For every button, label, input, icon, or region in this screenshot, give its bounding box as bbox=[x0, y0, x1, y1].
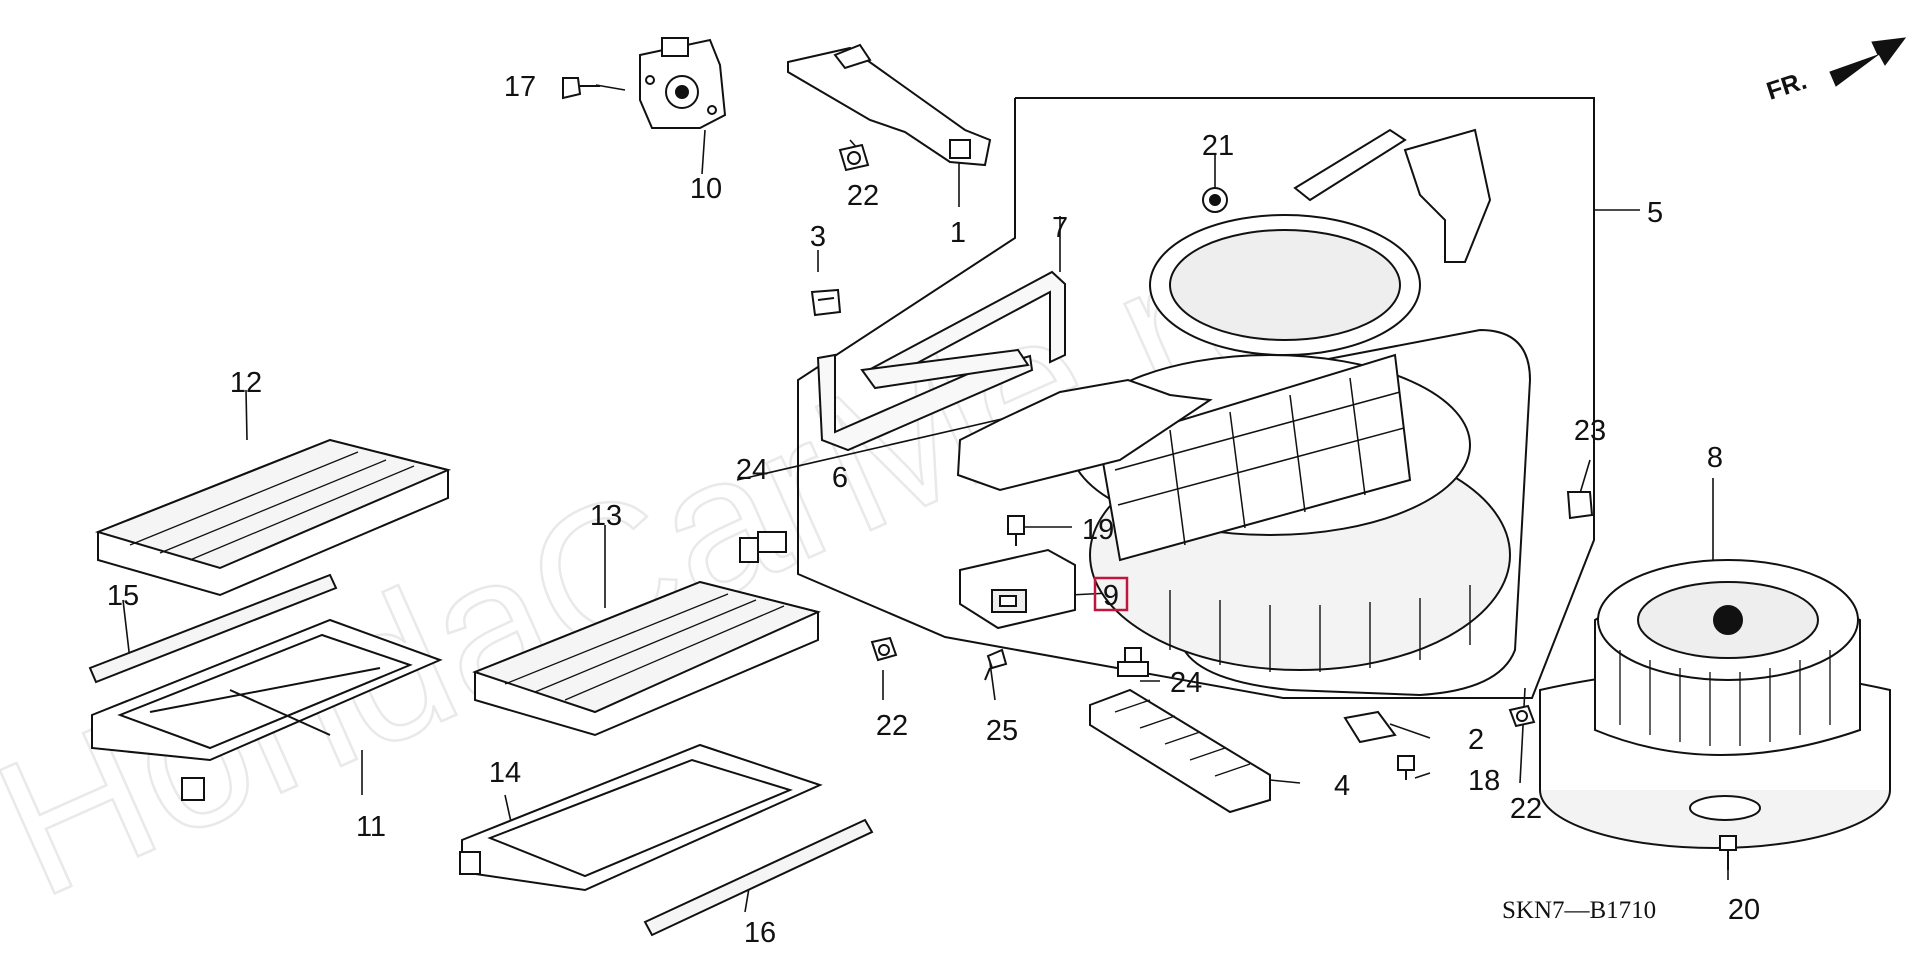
screw-18-icon bbox=[1397, 755, 1415, 780]
callout-2: 2 bbox=[1468, 724, 1484, 756]
grille-part bbox=[1089, 688, 1271, 814]
clip-3-icon bbox=[810, 288, 842, 317]
callout-9: 9 bbox=[1103, 580, 1119, 612]
callout-22-center: 22 bbox=[876, 710, 908, 742]
filter-12-part bbox=[94, 438, 452, 597]
callout-21: 21 bbox=[1202, 130, 1234, 162]
callout-13: 13 bbox=[590, 500, 622, 532]
seal-15-part bbox=[88, 573, 338, 684]
front-direction-arrow-icon: FR. bbox=[1763, 37, 1907, 106]
direction-label: FR. bbox=[1763, 67, 1810, 106]
actuator-motor-part bbox=[639, 37, 727, 129]
blower-housing-part bbox=[956, 214, 1532, 697]
callout-20: 20 bbox=[1728, 894, 1760, 926]
seal-16-part bbox=[643, 818, 874, 937]
highlight-box-9 bbox=[1093, 576, 1129, 612]
callout-11: 11 bbox=[356, 811, 386, 843]
callout-17: 17 bbox=[504, 71, 536, 103]
callout-23: 23 bbox=[1574, 415, 1606, 447]
diagram-code: SKN7—B1710 bbox=[1502, 897, 1656, 924]
callout-24-left: 24 bbox=[736, 454, 768, 486]
callout-12: 12 bbox=[230, 367, 262, 399]
filter-13-part bbox=[472, 580, 822, 737]
callout-6: 6 bbox=[832, 462, 848, 494]
link-rod-part bbox=[1293, 128, 1492, 263]
callout-8: 8 bbox=[1707, 442, 1723, 474]
callouts: 1 2 3 4 5 6 7 8 9 10 11 12 13 14 15 16 1… bbox=[107, 71, 1760, 949]
callout-16: 16 bbox=[744, 917, 776, 949]
screw-17-icon bbox=[562, 77, 600, 100]
screw-20-icon bbox=[1719, 835, 1737, 870]
bracket-part bbox=[787, 43, 992, 167]
filter-frame-14-part bbox=[459, 743, 823, 892]
callout-15: 15 bbox=[107, 580, 139, 612]
filter-frame-11-part bbox=[91, 618, 443, 801]
callout-5: 5 bbox=[1647, 197, 1663, 229]
nut-22-icon bbox=[838, 143, 870, 172]
bracket-2-icon bbox=[1343, 710, 1397, 744]
callout-22-top: 22 bbox=[847, 180, 879, 212]
screw-19-icon bbox=[1007, 515, 1025, 546]
callout-4: 4 bbox=[1334, 770, 1350, 802]
callout-14: 14 bbox=[489, 757, 521, 789]
clip-23-icon bbox=[1566, 491, 1594, 520]
blower-motor-part bbox=[1539, 559, 1891, 849]
callout-7: 7 bbox=[1052, 212, 1068, 244]
callout-19: 19 bbox=[1082, 514, 1114, 546]
callout-25: 25 bbox=[986, 715, 1018, 747]
callout-10: 10 bbox=[690, 173, 722, 205]
nut-22b-icon bbox=[870, 636, 898, 662]
seal-6-part bbox=[816, 348, 1034, 452]
callout-3: 3 bbox=[810, 221, 826, 253]
bolt-24-icon bbox=[739, 531, 787, 563]
assembly-outline bbox=[797, 97, 1595, 699]
callout-1: 1 bbox=[950, 217, 966, 249]
screw-25-icon bbox=[984, 648, 1008, 681]
bolt-24b-icon bbox=[1117, 647, 1149, 677]
callout-24-center: 24 bbox=[1170, 667, 1202, 699]
callout-18: 18 bbox=[1468, 765, 1500, 797]
nut-22c-icon bbox=[1508, 704, 1536, 728]
grommet-21-icon bbox=[1202, 187, 1228, 213]
callout-22-right: 22 bbox=[1510, 793, 1542, 825]
blower-resistor-part bbox=[959, 548, 1076, 630]
